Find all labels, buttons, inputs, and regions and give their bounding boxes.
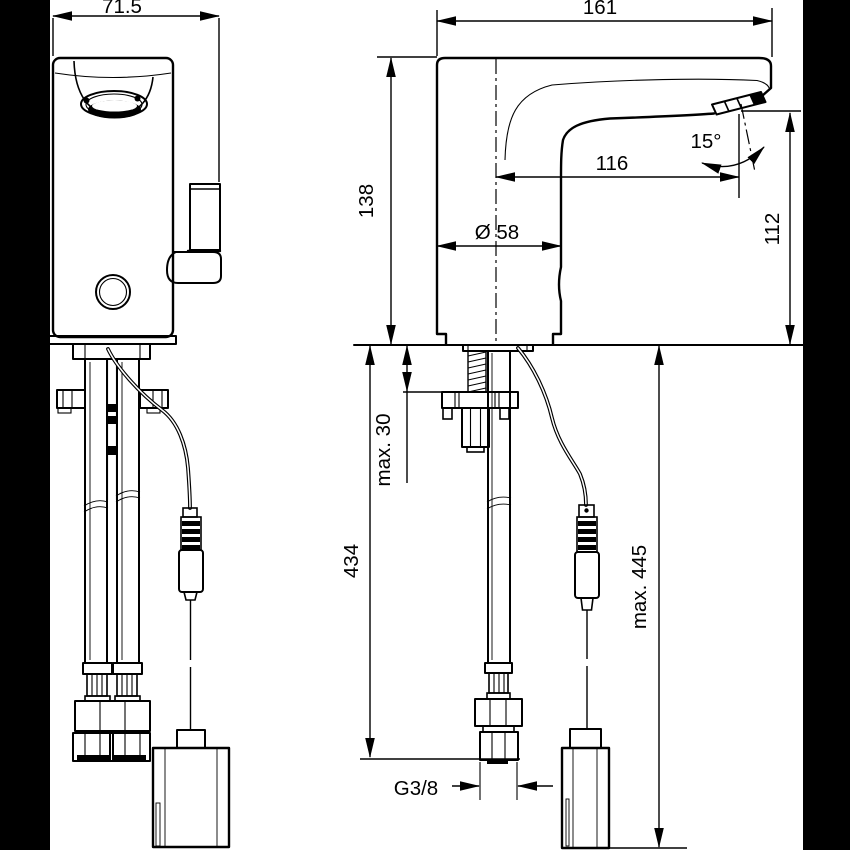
dim-outlet-height-label: 112 <box>761 213 784 246</box>
dim-cable-length: max. 445 <box>563 345 687 849</box>
dim-supply-thread: G3/8 <box>394 762 553 800</box>
control-cable-front <box>106 347 192 510</box>
dim-spout-angle: 15° <box>690 103 765 174</box>
letterbox-right <box>803 0 850 850</box>
threaded-rod-side <box>467 350 487 393</box>
sensor-outlet <box>80 90 148 119</box>
dim-outlet-height: 112 <box>741 110 801 345</box>
dim-front-width-label: 71.5 <box>102 0 142 18</box>
cable-connector-front <box>178 507 204 730</box>
side-view <box>353 56 804 850</box>
hose-fittings-front <box>72 662 151 762</box>
dim-deck-thickness-label: max. 30 <box>372 414 395 487</box>
dim-hose-length-label: 434 <box>340 544 363 578</box>
battery-box-front <box>151 729 231 849</box>
sensor-button <box>95 274 131 310</box>
fixing-nut-side <box>461 407 490 453</box>
faucet-profile-underside <box>551 112 716 346</box>
dim-base-diameter: Ø 58 <box>436 221 562 251</box>
dim-base-diameter-label: Ø 58 <box>475 221 519 244</box>
dimensions: 71.5 161 138 Ø 58 116 15° <box>52 0 801 849</box>
faucet-body-front <box>51 56 175 339</box>
dim-side-width: 161 <box>436 0 773 57</box>
dim-side-width-label: 161 <box>583 0 617 19</box>
mixer-lever <box>166 183 222 284</box>
dim-body-height: 138 <box>355 56 437 345</box>
control-cable-side <box>516 346 588 507</box>
front-view <box>48 56 231 849</box>
dim-spout-reach-label: 116 <box>596 152 629 175</box>
dim-spout-reach: 116 <box>495 114 740 198</box>
top-cap-edge <box>54 72 172 79</box>
dim-spout-angle-label: 15° <box>690 130 721 153</box>
hose-fitting-side <box>474 662 523 764</box>
supply-pipe-side <box>486 350 512 664</box>
dim-body-height-label: 138 <box>355 184 378 218</box>
cable-connector-side <box>574 504 600 729</box>
dim-front-width: 71.5 <box>52 0 220 182</box>
aerator <box>711 91 767 116</box>
faucet-profile-outer <box>435 56 773 346</box>
threaded-rod-front <box>106 359 118 500</box>
dim-deck-thickness: max. 30 <box>372 345 442 487</box>
mounting-shank-side <box>462 344 534 352</box>
spout-highlight-line <box>504 78 771 161</box>
letterbox-left <box>0 0 50 850</box>
dim-cable-length-label: max. 445 <box>628 545 651 629</box>
dim-supply-thread-label: G3/8 <box>394 777 438 800</box>
dim-hose-length: 434 <box>340 345 520 760</box>
battery-box-side <box>560 728 611 850</box>
